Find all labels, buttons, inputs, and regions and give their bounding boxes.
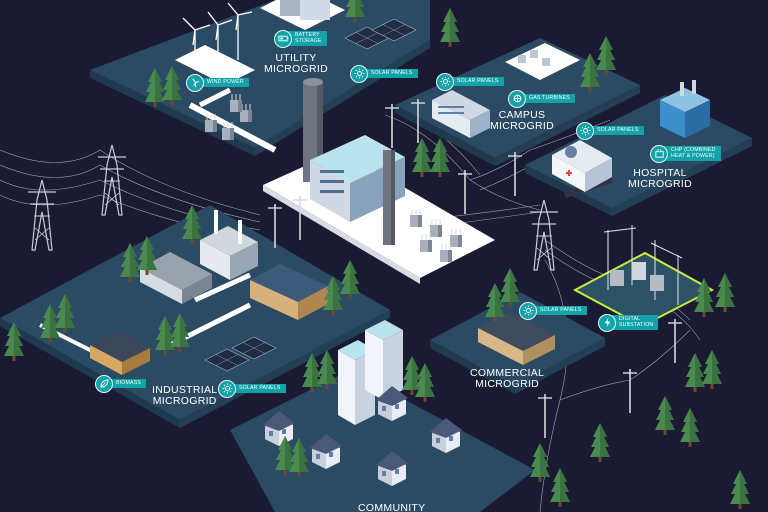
chp-icon (650, 144, 668, 163)
lightning-bolt-icon (598, 313, 616, 332)
hospital-microgrid-label: HOSPITAL MICROGRID (628, 167, 692, 190)
leaf-icon (95, 374, 113, 393)
battery-icon (274, 29, 292, 48)
industrial-microgrid-label: INDUSTRIAL MICROGRID (152, 384, 218, 407)
gas-turbines-tag: GAS TURBINES (508, 89, 575, 108)
wind-turbines (182, 2, 253, 70)
solar-commercial-label: SOLAR PANELS (533, 305, 587, 316)
utility-microgrid-label: UTILITY MICROGRID (264, 52, 328, 75)
solar-hospital-tag: SOLAR PANELS (576, 121, 644, 140)
sun-icon (576, 121, 594, 140)
solar-campus-label: SOLAR PANELS (450, 76, 504, 87)
wind-power-tag: WIND POWER (186, 73, 249, 92)
digital-substation-tag: DIGITAL SUBSTATION (598, 313, 659, 332)
solar-utility-label: SOLAR PANELS (364, 68, 418, 79)
digital-substation-label: DIGITAL SUBSTATION (612, 314, 659, 331)
biomass-label: BIOMASS (109, 378, 147, 389)
gas-turbines-label: GAS TURBINES (522, 93, 575, 104)
solar-campus-tag: SOLAR PANELS (436, 72, 504, 91)
solar-industrial-tag: SOLAR PANELS (218, 379, 286, 398)
battery-storage-tag: BATTERY STORAGE (274, 29, 327, 48)
campus-microgrid-label: CAMPUS MICROGRID (490, 109, 554, 132)
sun-icon (436, 72, 454, 91)
solar-utility-tag: SOLAR PANELS (350, 64, 418, 83)
solar-hospital-label: SOLAR PANELS (590, 125, 644, 136)
sun-icon (519, 301, 537, 320)
chp-tag: CHP (COMBINED HEAT & POWER) (650, 144, 721, 163)
solar-commercial-tag: SOLAR PANELS (519, 301, 587, 320)
buildings (90, 0, 710, 486)
community-microgrid-label: COMMUNITY (358, 502, 426, 512)
wind-turbine-icon (186, 73, 204, 92)
battery-storage-label: BATTERY STORAGE (288, 30, 327, 47)
chp-label: CHP (COMBINED HEAT & POWER) (664, 145, 721, 162)
biomass-tag: BIOMASS (95, 374, 147, 393)
sun-icon (350, 64, 368, 83)
sun-icon (218, 379, 236, 398)
wind-power-label: WIND POWER (200, 77, 249, 88)
commercial-microgrid-label: COMMERCIAL MICROGRID (470, 367, 545, 390)
central-power-plant (303, 78, 463, 263)
gas-turbine-icon (508, 89, 526, 108)
solar-industrial-label: SOLAR PANELS (232, 383, 286, 394)
